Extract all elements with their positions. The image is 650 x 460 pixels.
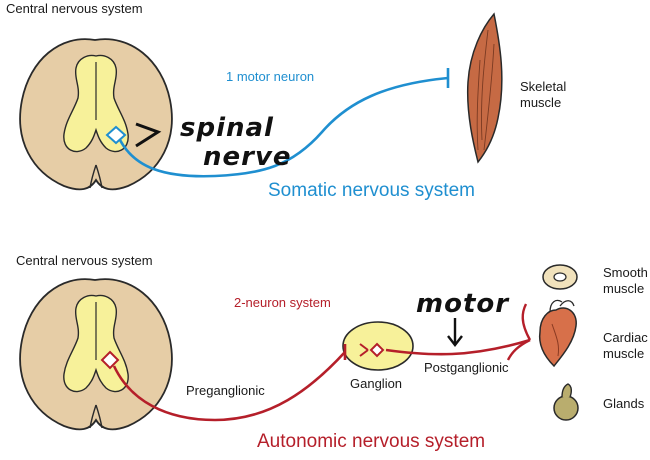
spinal-annotation-line2: nerve xyxy=(203,142,292,172)
postganglionic-label: Postganglionic xyxy=(424,360,509,375)
preganglionic-neuron xyxy=(100,344,347,422)
skeletal-muscle-label-line1: Skeletal xyxy=(520,79,567,94)
smooth-muscle-icon xyxy=(542,264,578,290)
postganglionic-neuron xyxy=(359,303,532,361)
gland-icon xyxy=(553,383,579,421)
somatic-motor-neuron xyxy=(105,68,450,178)
smooth-muscle-label-line1: Smooth xyxy=(603,265,648,280)
preganglionic-label: Preganglionic xyxy=(186,383,265,398)
spinal-cord-cross-section-bottom xyxy=(19,278,173,431)
motor-annotation: motor xyxy=(416,289,510,319)
autonomic-system-title: Autonomic nervous system xyxy=(257,431,486,452)
cardiac-muscle-label-line1: Cardiac xyxy=(603,330,648,345)
skeletal-muscle-label-line2: muscle xyxy=(520,95,562,110)
two-neuron-label: 2-neuron system xyxy=(234,295,331,310)
cns-label-top: Central nervous system xyxy=(6,1,143,16)
cardiac-muscle-label-line2: muscle xyxy=(603,346,645,361)
annotation-bracket-top xyxy=(135,122,162,148)
annotation-arrow-bottom xyxy=(447,318,463,347)
ganglion-label: Ganglion xyxy=(350,376,403,391)
motor-neuron-label: 1 motor neuron xyxy=(226,69,315,84)
skeletal-muscle-icon xyxy=(466,12,503,164)
glands-label: Glands xyxy=(603,396,645,411)
cns-label-bottom: Central nervous system xyxy=(16,253,153,268)
somatic-system-title: Somatic nervous system xyxy=(268,180,475,201)
spinal-annotation-line1: spinal xyxy=(180,113,274,143)
spinal-cord-cross-section-top xyxy=(19,38,173,191)
heart-icon xyxy=(538,299,577,368)
smooth-muscle-label-line2: muscle xyxy=(603,281,645,296)
